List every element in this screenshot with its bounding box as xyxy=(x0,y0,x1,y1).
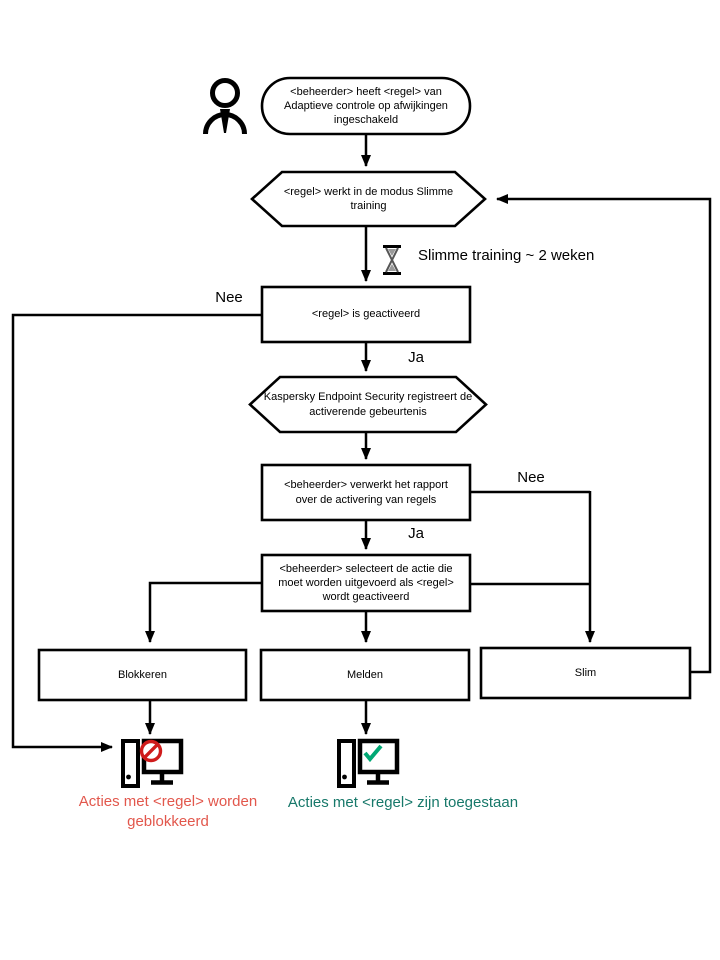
timer-label: Slimme training ~ 2 weken xyxy=(418,247,595,264)
yes-top-label: Ja xyxy=(408,349,424,366)
notify-node-label: Melden xyxy=(346,668,384,681)
select-node-label: <beheerder> selecteert de actie die moet… xyxy=(278,562,454,604)
result-blocked-text: Acties met <regel> worden geblokkeerd xyxy=(78,793,258,831)
block-node-shape xyxy=(37,648,248,702)
smart-node-label: Slim xyxy=(574,666,597,679)
notify-node-shape xyxy=(259,648,471,702)
registers-node-label: Kaspersky Endpoint Security registreert … xyxy=(263,391,473,418)
yes-bottom-label: Ja xyxy=(408,525,424,542)
triggered-node-label: <regel> is geactiveerd xyxy=(311,308,421,321)
triggered-node-shape xyxy=(260,285,472,344)
hourglass-icon xyxy=(383,245,401,275)
computer-blocked-icon xyxy=(121,738,184,788)
connectors xyxy=(11,134,712,752)
mode-hexagon-shape xyxy=(250,170,487,228)
report-node-shape xyxy=(260,463,472,522)
report-node-label: <beheerder> verwerkt het rapport over de… xyxy=(284,479,448,506)
result-allowed-text: Acties met <regel> zijn toegestaan xyxy=(287,794,519,811)
smart-node-shape xyxy=(479,646,692,700)
registers-hexagon-shape xyxy=(248,375,488,434)
computer-allowed-icon xyxy=(337,738,400,788)
block-node-label: Blokkeren xyxy=(118,668,167,681)
start-node-label: <beheerder> heeft <regel> van Adaptieve … xyxy=(284,85,448,127)
no-left-label: Nee xyxy=(215,289,243,306)
admin-person-icon xyxy=(203,78,247,135)
no-right-label: Nee xyxy=(517,469,545,486)
select-node-shape xyxy=(260,553,472,613)
prohibition-icon xyxy=(139,739,163,763)
start-node-shape xyxy=(260,76,472,136)
mode-node-label: <regel> werkt in de modus Slimme trainin… xyxy=(283,185,454,212)
check-icon xyxy=(363,744,383,763)
